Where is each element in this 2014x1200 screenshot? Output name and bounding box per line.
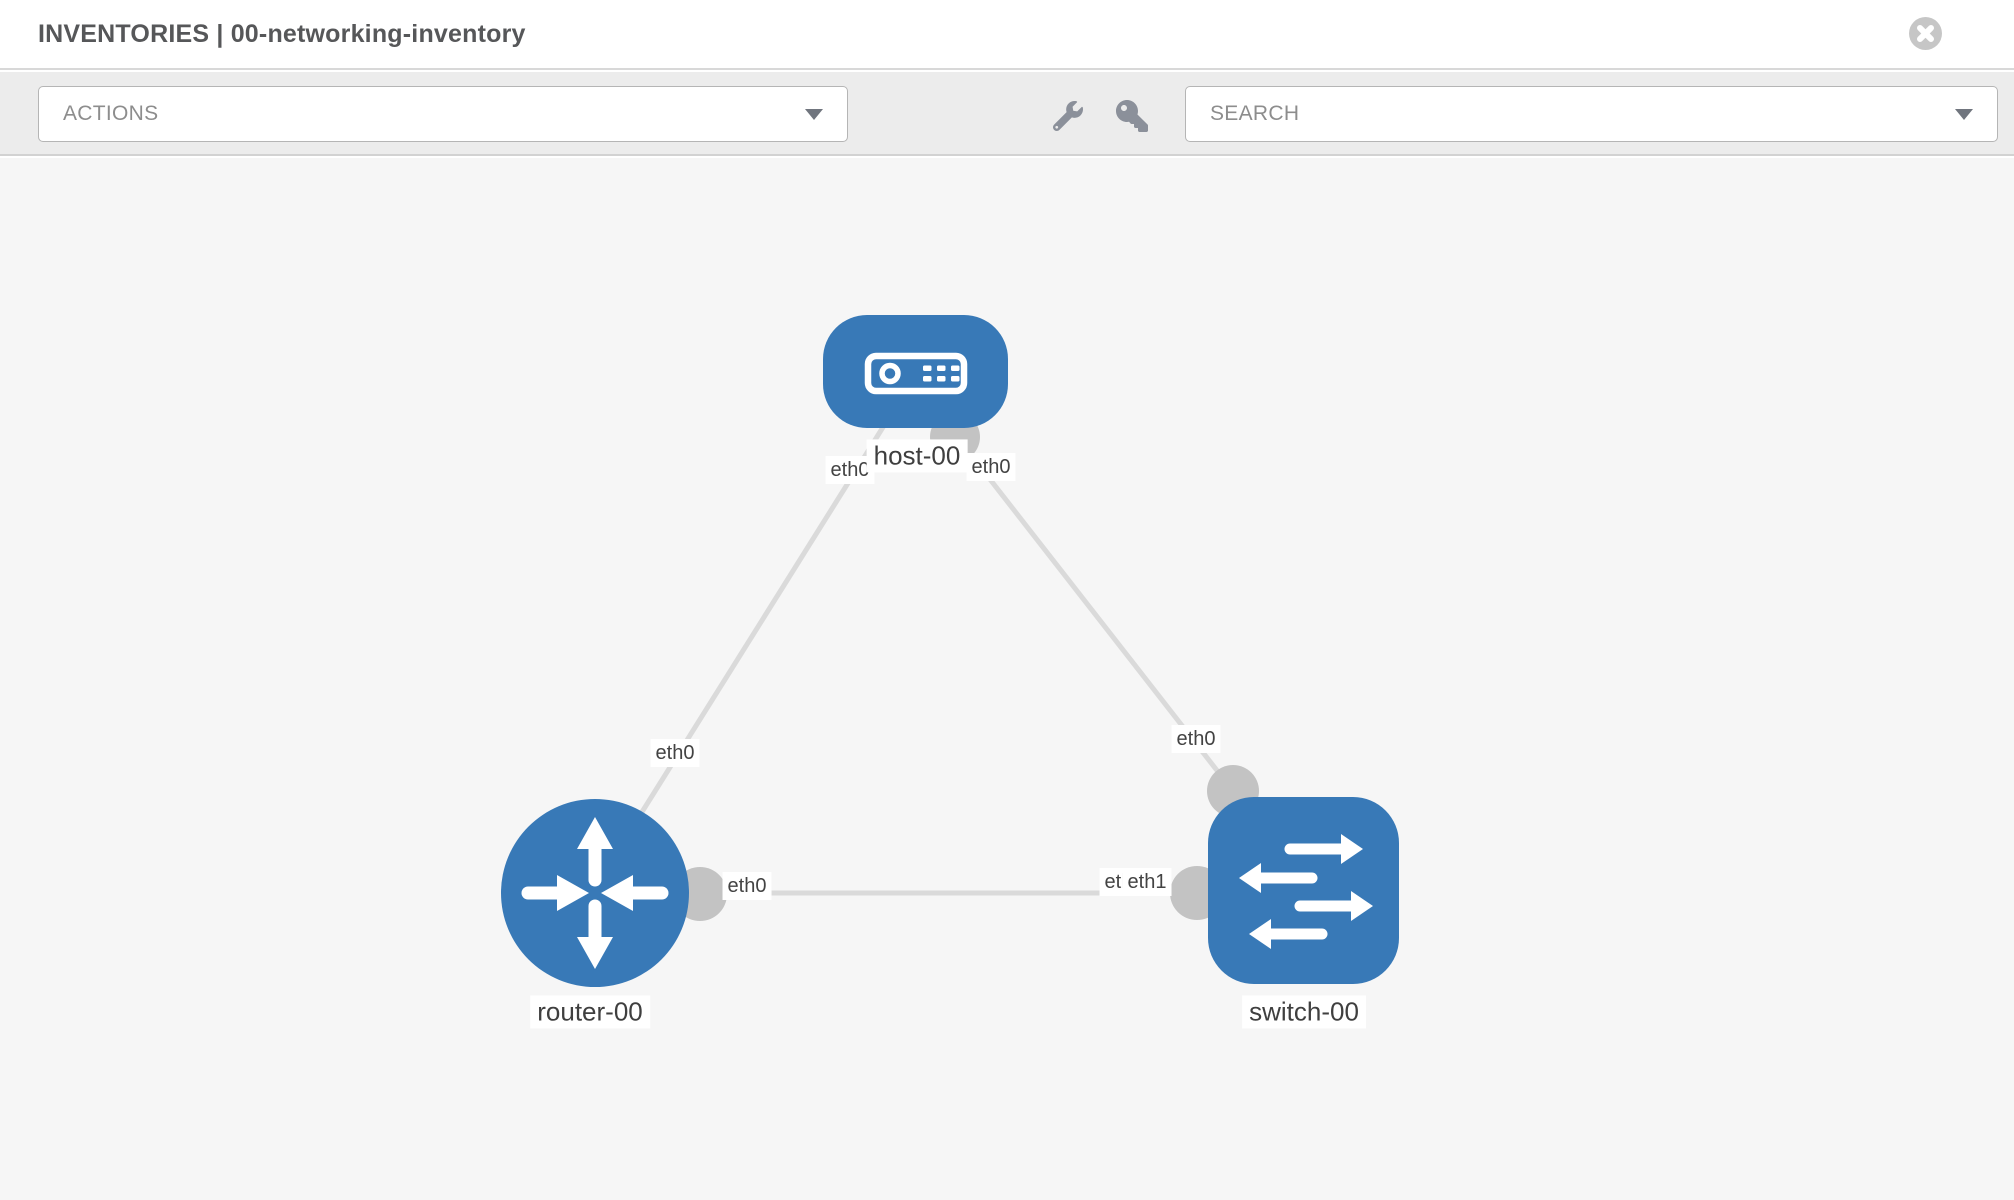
interface-label: eth0 (1171, 725, 1221, 753)
topology-graph (501, 315, 1399, 987)
node-switch[interactable] (1208, 797, 1399, 984)
interface-label: eth0 (825, 456, 875, 484)
topology-canvas[interactable]: eth0 eth0 host-00 eth0 eth0 eth0 eth0 et… (0, 158, 2014, 1200)
configure-button[interactable] (1050, 98, 1086, 134)
interface-label: eth0 (722, 872, 772, 900)
interface-label: eth0 (966, 453, 1016, 481)
close-button[interactable] (1909, 17, 1942, 50)
switch-icon (1239, 834, 1373, 949)
wrench-icon (1053, 101, 1083, 131)
node-label-switch: switch-00 (1242, 995, 1366, 1029)
router-icon (521, 817, 669, 969)
panel-header: INVENTORIES | 00-networking-inventory (0, 0, 2014, 70)
interface-label: eth1 (1122, 868, 1172, 896)
toolbar: ACTIONS SEARCH (0, 72, 2014, 156)
search-dropdown-label: SEARCH (1210, 102, 1300, 125)
node-host[interactable] (823, 315, 1008, 428)
actions-dropdown-label: ACTIONS (63, 102, 159, 125)
interface-label: eth0 (650, 739, 700, 767)
key-icon (1116, 100, 1148, 132)
close-icon (1917, 25, 1934, 42)
node-label-router: router-00 (530, 995, 650, 1029)
credentials-button[interactable] (1114, 98, 1150, 134)
interface-connectors (673, 412, 1259, 921)
node-label-host: host-00 (866, 439, 968, 473)
node-router[interactable] (501, 799, 689, 987)
host-icon (864, 352, 968, 395)
links (639, 422, 1235, 896)
caret-down-icon (805, 108, 823, 120)
page-title: INVENTORIES | 00-networking-inventory (38, 19, 526, 48)
search-dropdown[interactable]: SEARCH (1185, 86, 1998, 142)
actions-dropdown[interactable]: ACTIONS (38, 86, 848, 142)
caret-down-icon (1955, 108, 1973, 120)
